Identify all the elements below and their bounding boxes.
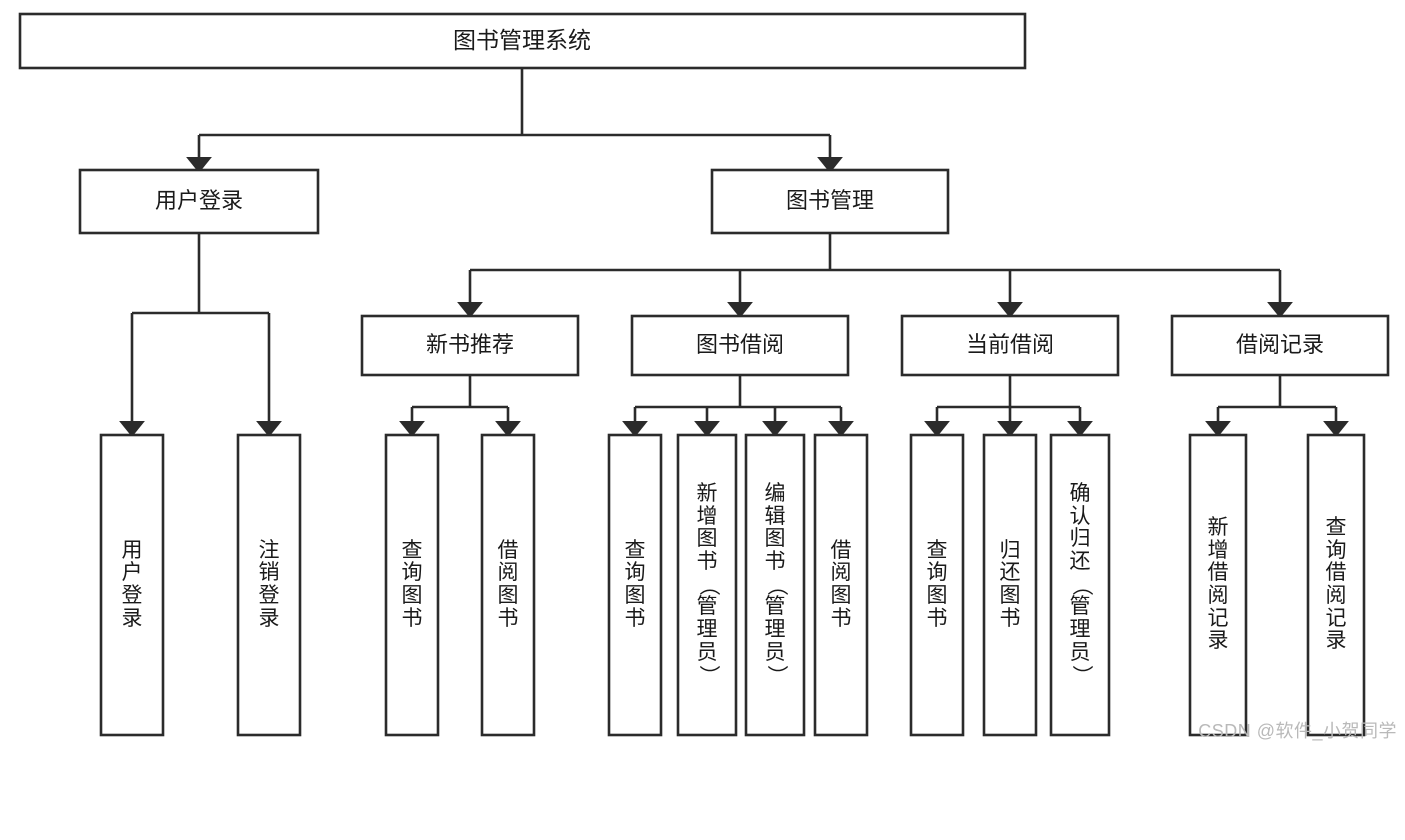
node-leaf-4-box[interactable] (480, 433, 536, 737)
node-bookmgmt-box[interactable] (710, 168, 950, 235)
node-leaf-6-box[interactable] (676, 433, 738, 737)
node-leaf-7-box[interactable] (744, 433, 806, 737)
edge-group (119, 68, 1349, 437)
node-bookmgmt-label: 图书管理 (786, 188, 874, 213)
diagram-svg: 图书管理系统 用户登录 图书管理 新书推荐 图书借阅 当前借阅 借阅记录 (18, 12, 1390, 737)
node-root-box[interactable] (18, 12, 1027, 70)
node-borrow-box[interactable] (630, 314, 850, 377)
node-current-box[interactable] (900, 314, 1120, 377)
node-newbook-box[interactable] (360, 314, 580, 377)
node-leaf-13-box[interactable] (1306, 433, 1366, 737)
node-leaf-8-box[interactable] (813, 433, 869, 737)
flowchart-canvas: 图书管理系统 用户登录 图书管理 新书推荐 图书借阅 当前借阅 借阅记录 (18, 12, 1397, 741)
watermark-text: CSDN @软件_小贺同学 (1198, 721, 1397, 741)
node-leaf-9-box[interactable] (909, 433, 965, 737)
node-leaf-5-box[interactable] (607, 433, 663, 737)
node-leaf-3-box[interactable] (384, 433, 440, 737)
node-records-label: 借阅记录 (1236, 332, 1324, 357)
node-leaf-12-box[interactable] (1188, 433, 1248, 737)
node-leaf-2-box[interactable] (236, 433, 302, 737)
node-records-box[interactable] (1170, 314, 1390, 377)
node-leaf-1-box[interactable] (99, 433, 165, 737)
node-current-label: 当前借阅 (966, 332, 1054, 357)
node-leaf-11-box[interactable] (1049, 433, 1111, 737)
node-group: 图书管理系统 用户登录 图书管理 新书推荐 图书借阅 当前借阅 借阅记录 (18, 12, 1390, 737)
node-leaf-10-box[interactable] (982, 433, 1038, 737)
node-root-label: 图书管理系统 (453, 27, 591, 53)
node-login-label: 用户登录 (155, 188, 243, 213)
node-newbook-label: 新书推荐 (426, 332, 514, 357)
node-borrow-label: 图书借阅 (696, 332, 784, 357)
node-login-box[interactable] (78, 168, 320, 235)
